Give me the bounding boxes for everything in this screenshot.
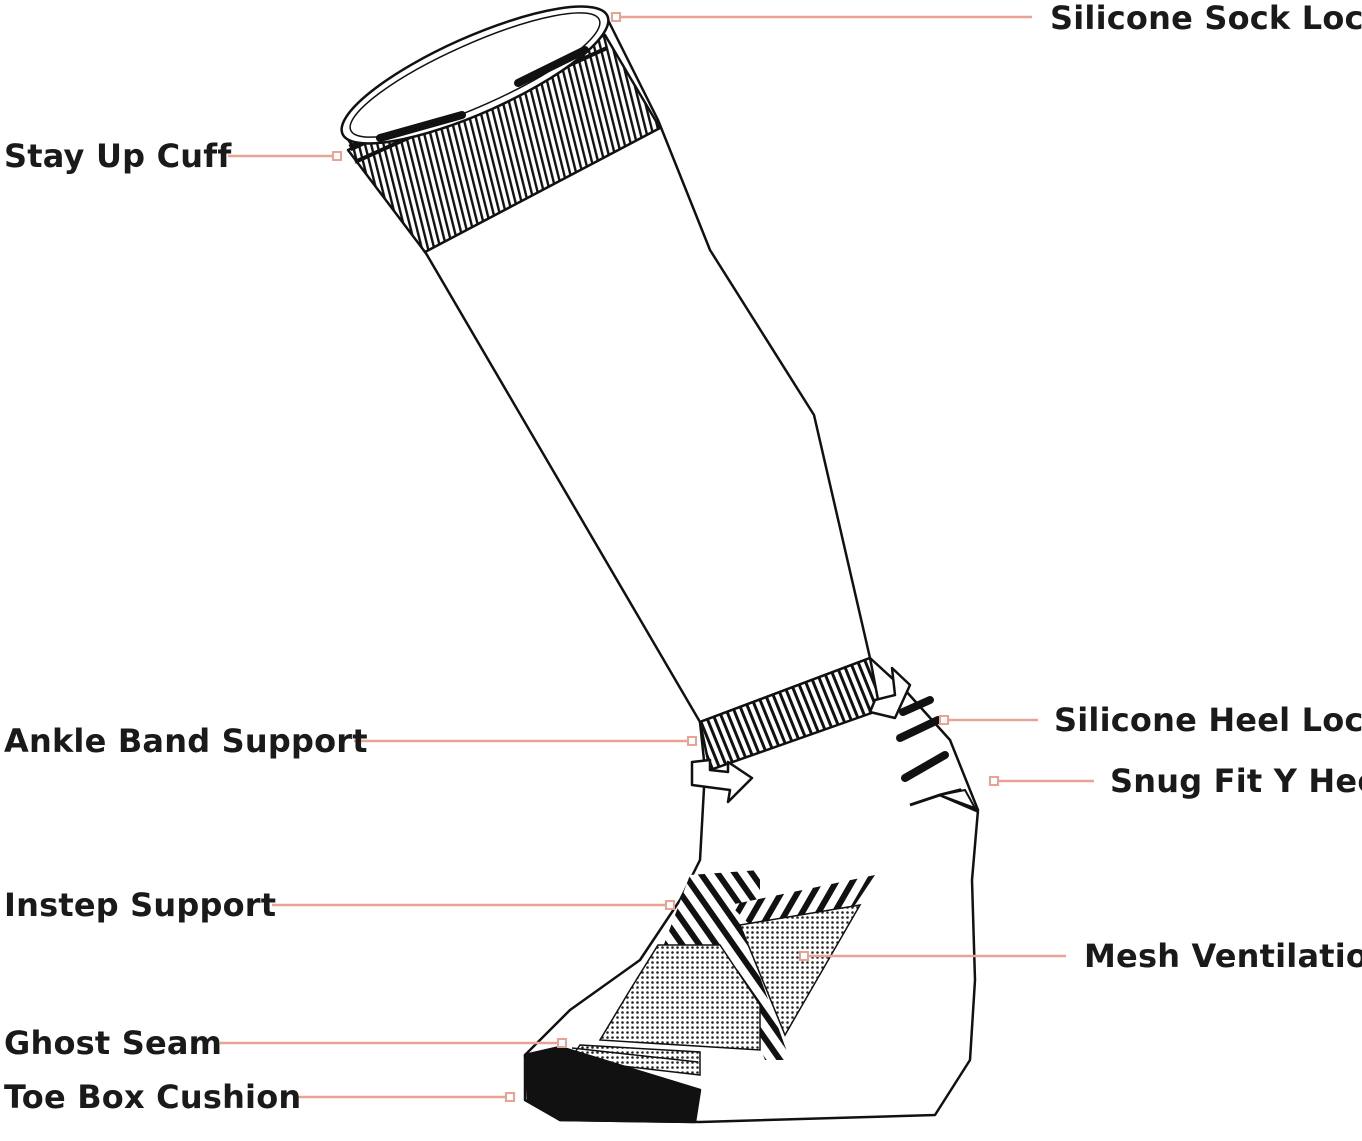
label-snug-fit-y-heel: Snug Fit Y Heel bbox=[1110, 762, 1362, 800]
label-toe-box-cushion: Toe Box Cushion bbox=[4, 1078, 302, 1116]
ghost-seam-line bbox=[571, 1047, 699, 1063]
callout-markers bbox=[332, 12, 999, 1102]
arch-stripes bbox=[735, 935, 790, 1060]
label-instep-support: Instep Support bbox=[4, 886, 277, 924]
instep-stripes bbox=[660, 870, 760, 960]
label-mesh-ventilation: Mesh Ventilation bbox=[1084, 937, 1362, 975]
label-ankle-band-support: Ankle Band Support bbox=[4, 722, 368, 760]
ankle-arrow-right bbox=[868, 666, 912, 720]
heel-lock-stripe bbox=[899, 696, 934, 716]
heel-lock-stripe-3 bbox=[901, 751, 949, 782]
label-silicone-heel-lock: Silicone Heel Lock bbox=[1054, 701, 1362, 739]
mesh-panel-2 bbox=[598, 944, 761, 1051]
cuff-opening-inner bbox=[349, 12, 601, 138]
heel-lock-stripe-2 bbox=[896, 716, 942, 742]
callout-lines bbox=[220, 15, 1094, 1099]
label-stay-up-cuff: Stay Up Cuff bbox=[4, 137, 232, 175]
label-ghost-seam: Ghost Seam bbox=[4, 1024, 223, 1062]
cuff-opening bbox=[340, 5, 610, 145]
silicone-dash bbox=[376, 111, 466, 142]
mesh-panel bbox=[738, 903, 862, 1037]
silicone-dash-2 bbox=[514, 46, 589, 87]
label-silicone-sock-lock: Silicone Sock Lock bbox=[1050, 0, 1362, 37]
ankle-arrow-left bbox=[690, 758, 754, 804]
